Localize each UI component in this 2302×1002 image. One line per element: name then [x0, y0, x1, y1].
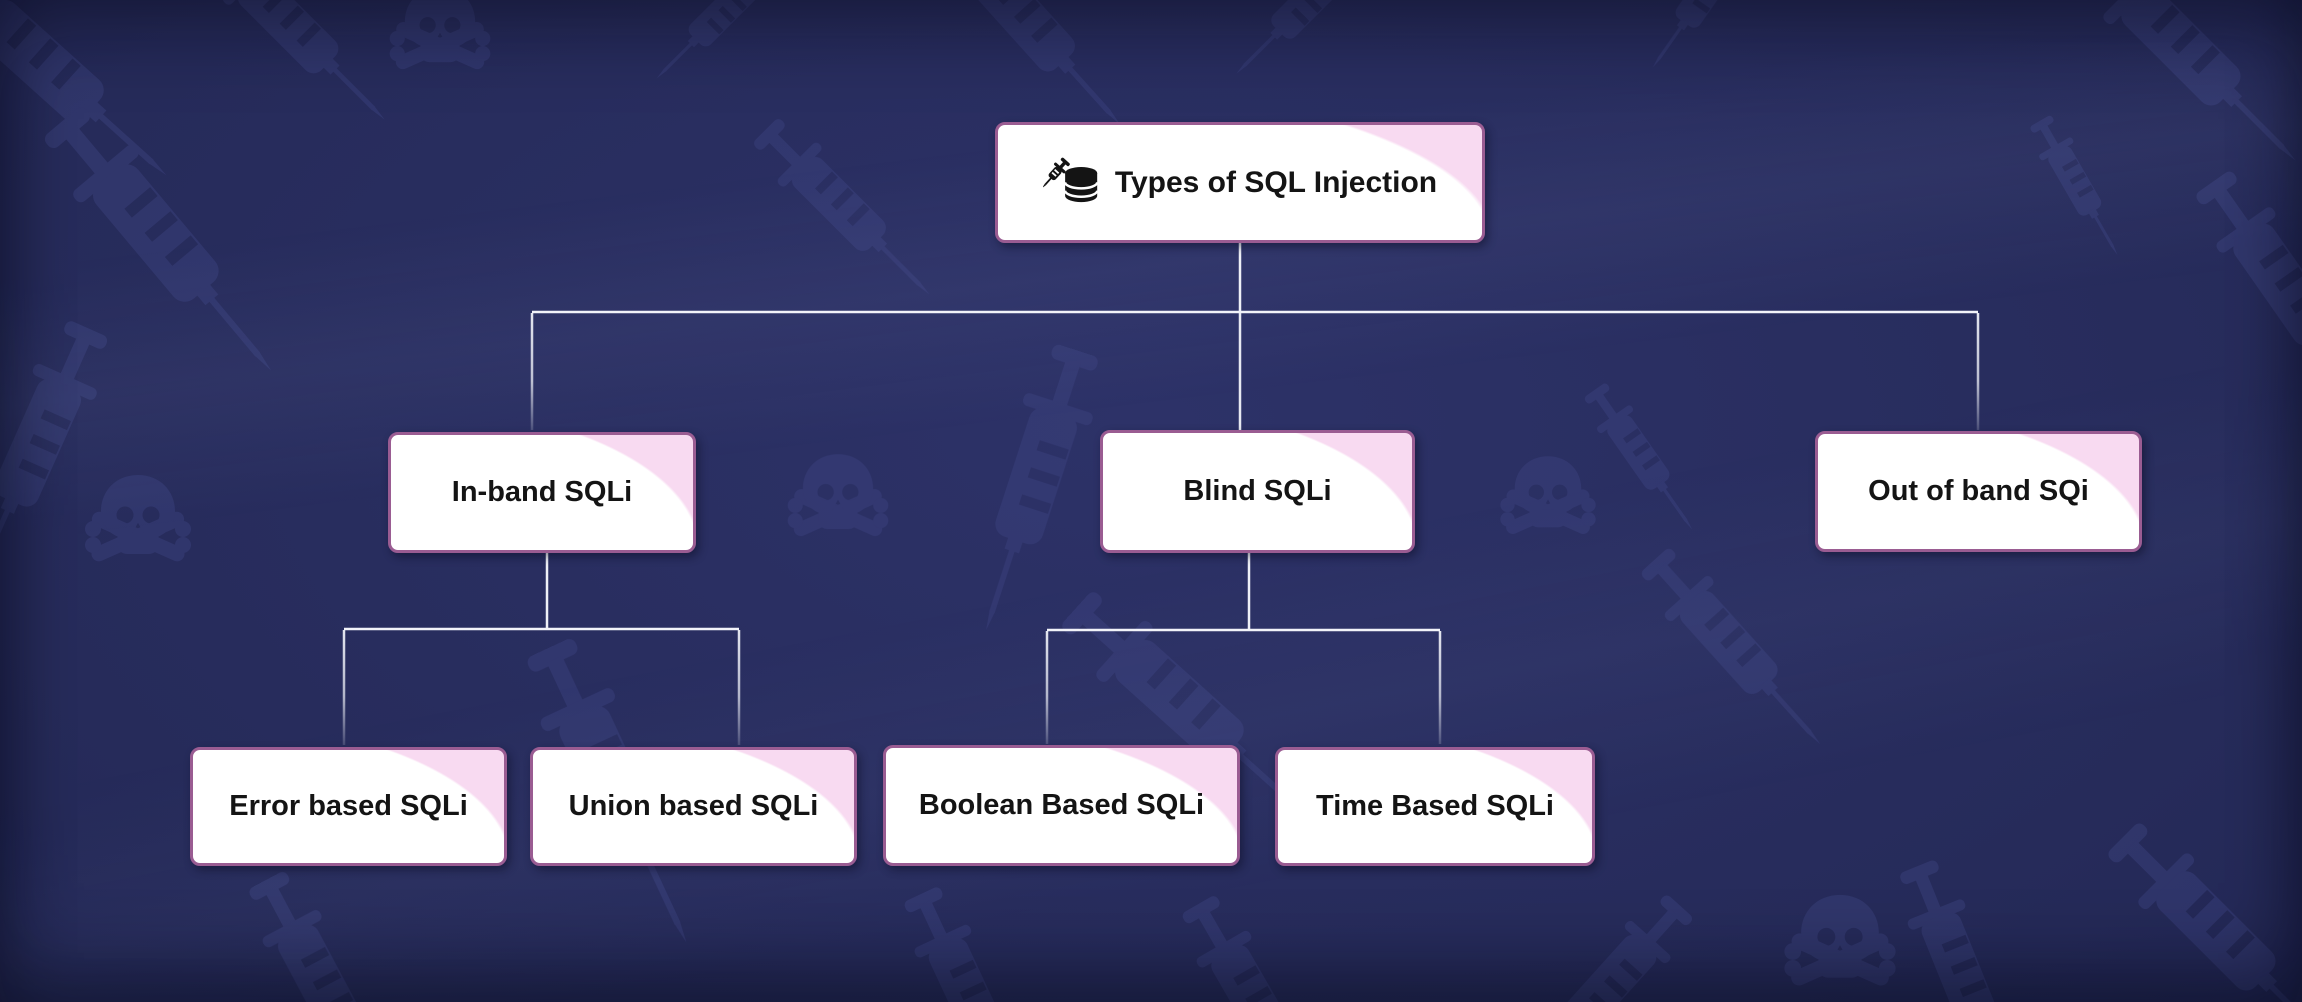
node-types-of-sql-injection: Types of SQL Injection [995, 122, 1485, 243]
node-boolean-based-sqli: Boolean Based SQLi [883, 745, 1240, 866]
syringe-database-icon [1042, 157, 1101, 209]
node-blind-sqli: Blind SQLi [1100, 430, 1415, 553]
node-out-of-band-sqi: Out of band SQi [1815, 431, 2142, 552]
connector-blind-branch [1045, 553, 1442, 744]
node-time-based-sqli: Time Based SQLi [1275, 747, 1595, 866]
node-label: In-band SQLi [451, 476, 633, 508]
node-in-band-sqli: In-band SQLi [388, 432, 696, 553]
node-label: Types of SQL Injection [1114, 165, 1438, 199]
node-label: Out of band SQi [1868, 475, 2089, 507]
node-label: Error based SQLi [229, 790, 468, 822]
node-label: Boolean Based SQLi [918, 789, 1205, 821]
connector-inband-branch [342, 553, 741, 745]
node-label: Union based SQLi [568, 790, 819, 822]
node-error-based-sqli: Error based SQLi [190, 747, 507, 866]
connector-root-branch [530, 243, 1980, 430]
node-label: Time Based SQLi [1316, 790, 1554, 822]
node-label: Blind SQLi [1183, 475, 1332, 507]
node-union-based-sqli: Union based SQLi [530, 747, 857, 866]
